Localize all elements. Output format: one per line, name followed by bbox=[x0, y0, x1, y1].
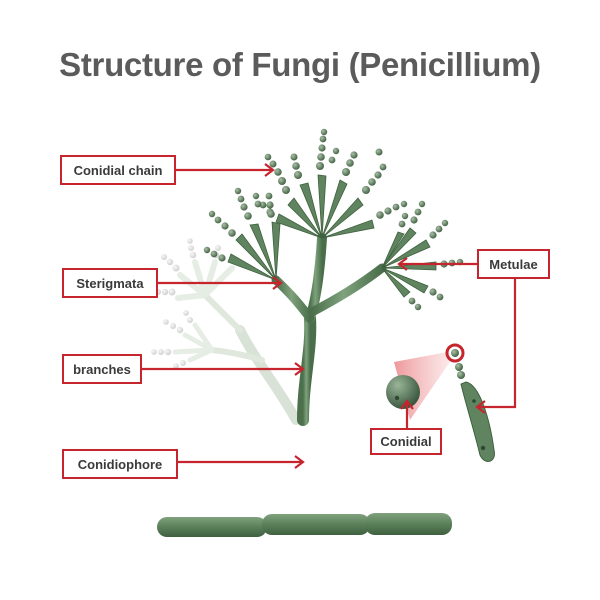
metula-enlarged bbox=[461, 382, 494, 461]
faded-branch bbox=[151, 238, 296, 420]
label-branches: branches bbox=[62, 354, 142, 384]
pointer-lines bbox=[142, 164, 515, 468]
left-cluster bbox=[228, 222, 280, 280]
label-sterigmata: Sterigmata bbox=[62, 268, 158, 298]
top-cluster bbox=[276, 175, 374, 238]
conidiophore-stalk bbox=[276, 238, 382, 520]
label-conidiophore: Conidiophore bbox=[62, 449, 178, 479]
label-conidial-chain: Conidial chain bbox=[60, 155, 176, 185]
label-conidial: Conidial bbox=[370, 428, 442, 455]
label-metulae: Metulae bbox=[477, 249, 550, 279]
right-cluster bbox=[382, 228, 436, 297]
conidium-enlarged bbox=[386, 375, 420, 409]
